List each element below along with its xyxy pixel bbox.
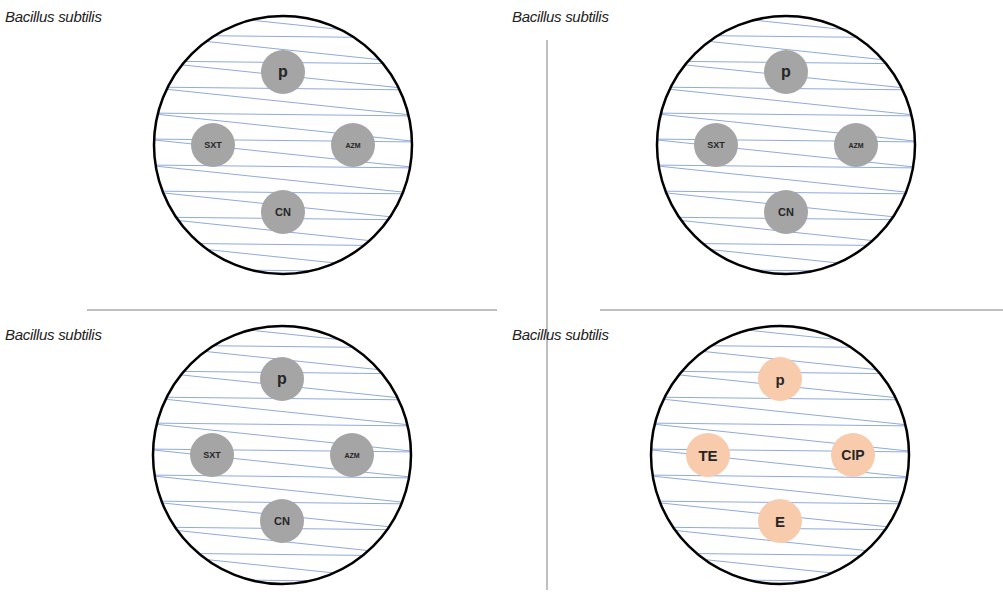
antibiotic-disk: AZM [331,123,375,167]
organism-label: Bacillus subtilis [5,326,102,343]
dish-rim [657,16,915,274]
disk-code: TE [698,448,717,463]
disk-code: AZM [344,452,359,459]
antibiotic-disk: SXT [190,433,234,477]
antibiotic-disk: CN [260,499,304,543]
antibiotic-disk: p [260,357,304,401]
organism-label: Bacillus subtilis [5,8,102,25]
disk-fill [191,123,235,167]
disk-fill [190,433,234,477]
disk-fill [694,123,738,167]
organism-label: Bacillus subtilis [512,8,609,25]
disk-fill [330,433,374,477]
disk-code: CIP [841,448,864,462]
antibiotic-disk: CIP [831,433,875,477]
petri-dish: Bacillus subtilispSXTAZMCN [152,325,412,585]
disk-code: SXT [204,141,222,150]
organism-label: Bacillus subtilis [512,326,609,343]
disk-fill [764,190,808,234]
disk-fill [831,433,875,477]
disk-fill [758,499,802,543]
disk-fill [758,357,802,401]
divider-line [547,40,548,590]
antibiotic-disk: SXT [694,123,738,167]
antibiotic-disk: CN [764,190,808,234]
antibiotic-disk: p [758,357,802,401]
disk-fill [834,123,878,167]
antibiotic-disk: SXT [191,123,235,167]
divider-line [600,310,1003,311]
petri-dish: Bacillus subtilispTECIPE [650,325,910,585]
disk-fill [331,123,375,167]
disk-code: p [278,64,288,80]
antibiotic-disk: CN [261,190,305,234]
antibiotic-disk: AZM [330,433,374,477]
divider-line [87,310,497,311]
antibiotic-disk: p [764,50,808,94]
disk-code: CN [275,207,291,218]
streak-lines [145,9,421,298]
disk-fill [261,190,305,234]
dish-rim [651,326,909,584]
petri-dish: Bacillus subtilispSXTAZMCN [656,15,916,275]
disk-code: p [775,372,784,387]
disk-fill [260,499,304,543]
disk-code: AZM [345,142,360,149]
disk-fill [261,50,305,94]
disk-fill [686,433,730,477]
petri-dish: Bacillus subtilispSXTAZMCN [153,15,413,275]
disk-code: p [277,371,287,387]
streak-lines [642,319,918,606]
antibiotic-disk: AZM [834,123,878,167]
antibiotic-disk: p [261,50,305,94]
disk-code: E [775,514,785,529]
disk-fill [260,357,304,401]
disk-code: p [781,64,791,80]
disk-code: AZM [848,142,863,149]
antibiotic-disk: TE [686,433,730,477]
streak-lines [648,9,924,298]
antibiotic-disk: E [758,499,802,543]
disk-code: SXT [203,451,221,460]
disk-code: SXT [707,141,725,150]
dish-rim [153,326,411,584]
dish-rim [154,16,412,274]
disk-fill [764,50,808,94]
disk-code: CN [778,207,794,218]
streak-lines [144,319,420,606]
disk-code: CN [274,516,290,527]
